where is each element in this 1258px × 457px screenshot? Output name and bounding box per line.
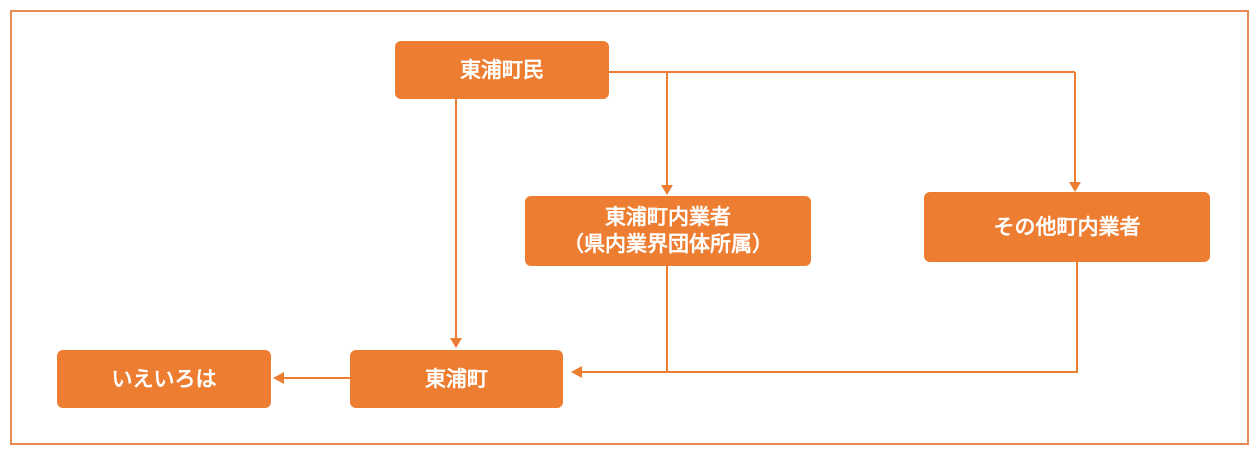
node-ieiroha-label: いえいろは — [111, 366, 217, 391]
node-residents: 東浦町民 — [395, 41, 609, 99]
node-local-business: 東浦町内業者 （県内業界団体所属） — [525, 196, 811, 266]
diagram-frame — [10, 10, 1249, 445]
node-local-business-line2: （県内業界団体所属） — [563, 232, 773, 256]
node-other-business-label: その他町内業者 — [993, 214, 1141, 239]
node-town-label: 東浦町 — [425, 366, 488, 391]
node-local-business-line1: 東浦町内業者 — [605, 205, 731, 229]
node-other-business: その他町内業者 — [924, 192, 1210, 262]
node-town: 東浦町 — [350, 350, 563, 408]
node-ieiroha: いえいろは — [57, 350, 271, 408]
node-residents-label: 東浦町民 — [460, 57, 544, 82]
